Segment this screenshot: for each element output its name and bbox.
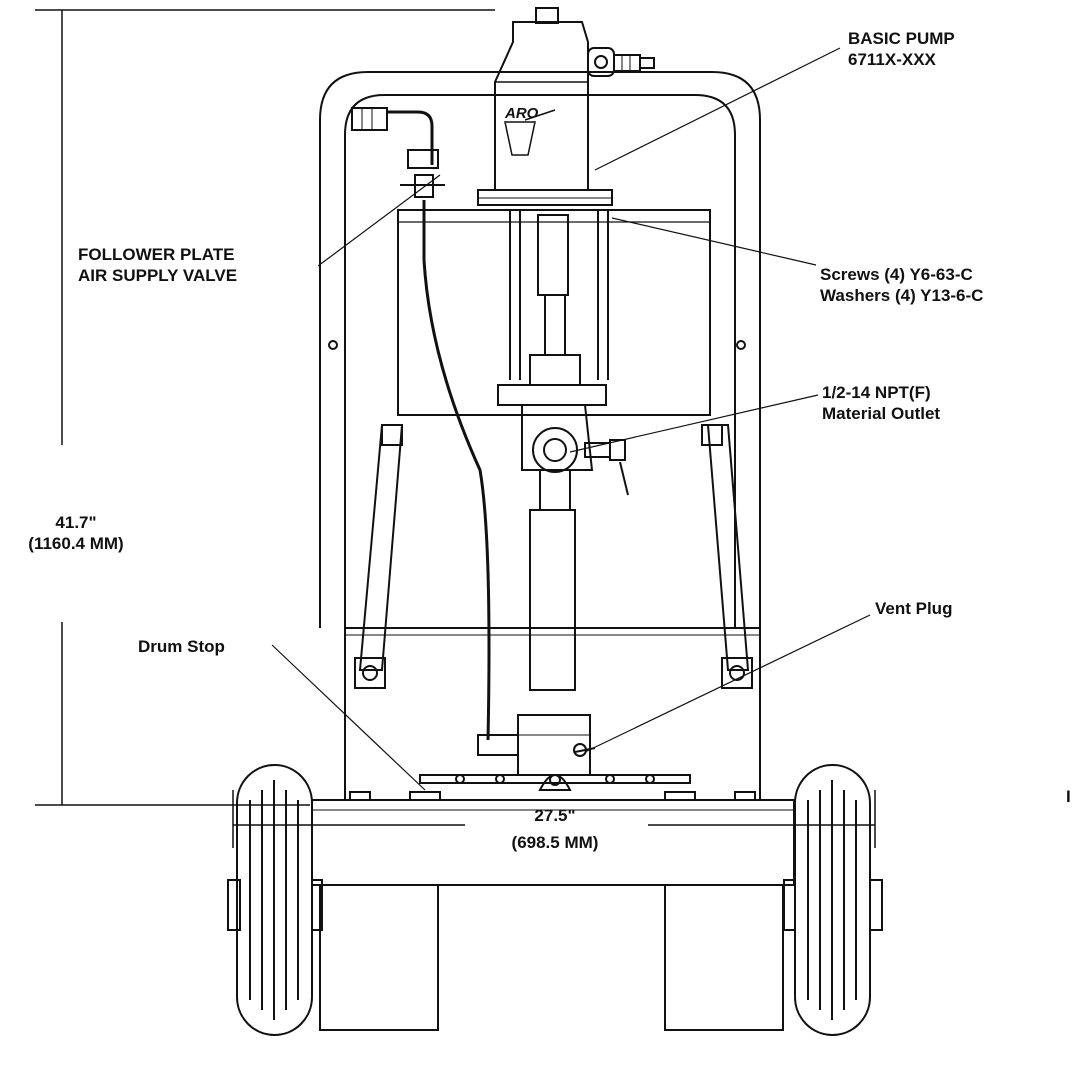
width-dimension [232,790,876,848]
pump-motor [477,7,655,206]
air-supply-line [351,107,519,756]
basic-pump-callout: BASIC PUMP 6711X-XXX [848,28,955,70]
height-millimeters: (1160.4 MM) [28,534,124,553]
height-inches: 41.7" [55,513,97,532]
pump-lower [497,214,629,776]
vent-plug-label: Vent Plug [875,599,953,618]
follower-bracket [397,209,711,416]
edge-text-fragment: I [1066,787,1071,806]
leader-lines [271,47,871,791]
legs [354,424,753,689]
width-millimeters: (698.5 MM) [511,833,599,852]
wheel-left [227,764,323,1036]
cart-base [311,791,795,1031]
outlet-thread-label: 1/2-14 NPT(F) [822,383,931,402]
follower-plate [419,774,691,791]
follower-valve-line1: FOLLOWER PLATE [78,245,235,264]
drum-stop-label: Drum Stop [138,637,225,656]
follower-valve-line2: AIR SUPPLY VALVE [78,266,238,285]
basic-pump-label: BASIC PUMP [848,29,955,48]
screws-label: Screws (4) Y6-63-C [820,265,973,284]
width-inches: 27.5" [534,806,576,825]
screws-washers-callout: Screws (4) Y6-63-C Washers (4) Y13-6-C [820,264,983,306]
outlet-name-label: Material Outlet [822,404,941,423]
material-outlet-callout: 1/2-14 NPT(F) Material Outlet [822,382,940,424]
height-dimension [35,9,495,806]
brand-mark: ARO [504,105,539,122]
follower-valve-callout: FOLLOWER PLATE AIR SUPPLY VALVE [78,244,237,286]
width-dimension-label: 27.5" (698.5 MM) [450,805,660,853]
basic-pump-model: 6711X-XXX [848,50,936,69]
height-dimension-label: 41.7" (1160.4 MM) [0,512,152,554]
wheel-right [783,764,883,1036]
cart-frame [319,71,761,628]
washers-label: Washers (4) Y13-6-C [820,286,984,305]
